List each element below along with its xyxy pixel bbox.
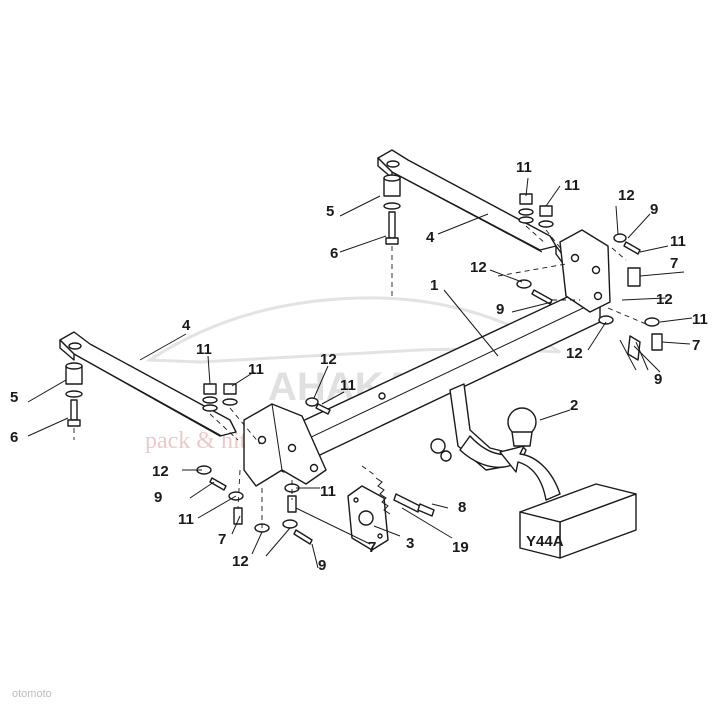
- label-7-a: 7: [670, 255, 678, 272]
- spacer-top: [383, 174, 401, 245]
- label-9-d: 9: [154, 489, 162, 506]
- kit-arrow: [499, 445, 561, 501]
- label-11-i: 11: [178, 511, 194, 528]
- side-plate-left: [243, 403, 327, 487]
- label-11-b: 11: [564, 177, 580, 194]
- label-12-e: 12: [320, 351, 337, 368]
- side-plate-right: [559, 229, 611, 313]
- label-7-d: 7: [218, 531, 226, 548]
- spacer-left: [65, 362, 83, 427]
- label-12-d: 12: [566, 345, 583, 362]
- part-labels: 1 2 3 4 4 5 5 6 6 7 7 7 7 8 9 9 9 9 9 11…: [10, 159, 708, 574]
- leader-lines: [27, 177, 693, 569]
- footer-watermark: otomoto: [12, 688, 52, 700]
- label-2: 2: [570, 397, 578, 414]
- label-5-top: 5: [326, 203, 334, 220]
- bracket-top: [377, 149, 566, 267]
- kit-box-code: Y44A: [526, 533, 564, 550]
- label-7-b: 7: [692, 337, 700, 354]
- label-11-g: 11: [340, 377, 356, 394]
- kit-box: Y44A: [519, 483, 637, 559]
- label-4-top: 4: [426, 229, 435, 246]
- label-12-g: 12: [232, 553, 249, 570]
- socket-plate: [347, 485, 389, 551]
- label-6-left: 6: [10, 429, 18, 446]
- label-11-d: 11: [692, 311, 708, 328]
- label-12-a: 12: [618, 187, 635, 204]
- label-11-c: 11: [670, 233, 686, 250]
- label-8: 8: [458, 499, 466, 516]
- spring: [375, 477, 435, 517]
- label-6-top: 6: [330, 245, 338, 262]
- label-11-e: 11: [196, 341, 212, 358]
- bracket-left: [59, 331, 237, 437]
- label-11-a: 11: [516, 159, 532, 176]
- label-9-c: 9: [654, 371, 662, 388]
- label-9-b: 9: [496, 301, 504, 318]
- label-1: 1: [430, 277, 438, 294]
- bolts-washers: [196, 233, 663, 545]
- label-19: 19: [452, 539, 469, 556]
- label-3: 3: [406, 535, 414, 552]
- label-7-c: 7: [368, 539, 376, 556]
- label-5-left: 5: [10, 389, 18, 406]
- label-12-c: 12: [656, 291, 673, 308]
- label-9-e: 9: [318, 557, 326, 574]
- label-11-f: 11: [248, 361, 264, 378]
- assembly-guides: [73, 225, 647, 528]
- label-12-b: 12: [470, 259, 487, 276]
- label-12-f: 12: [152, 463, 169, 480]
- label-9-a: 9: [650, 201, 658, 218]
- nut-stacks: [202, 193, 554, 412]
- label-4-left: 4: [182, 317, 191, 334]
- label-11-h: 11: [320, 483, 336, 500]
